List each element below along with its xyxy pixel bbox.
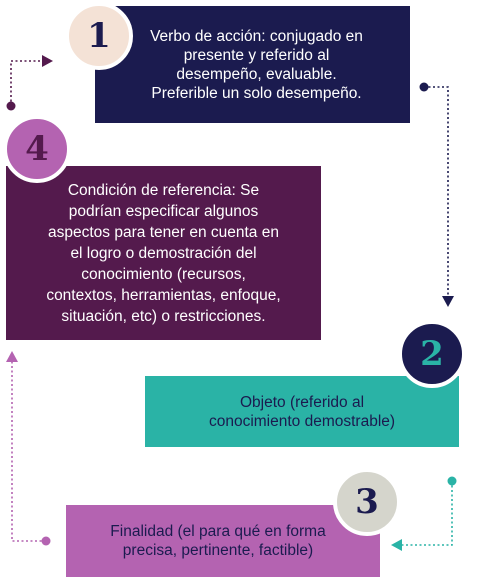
step-1-box: Verbo de acción: conjugado en presente y… (95, 6, 410, 123)
connector-2-to-3 (391, 476, 457, 551)
step-4-box: Condición de referencia: Se podrían espe… (6, 166, 321, 340)
step-1-number-badge: 1 (65, 2, 133, 70)
step-3-text: Finalidad (el para qué en forma precisa,… (110, 523, 326, 559)
arrowhead-right (42, 55, 53, 67)
step-1-text: Verbo de acción: conjugado en presente y… (150, 27, 363, 102)
step-2-box: Objeto (referido al conocimiento demostr… (145, 376, 459, 447)
step-2-number-badge: 2 (398, 320, 466, 388)
arrowhead-down (442, 296, 454, 307)
step-3-box: Finalidad (el para qué en forma precisa,… (66, 505, 380, 577)
connector-3-to-4 (6, 351, 51, 546)
connector-4-to-1 (6, 55, 53, 111)
step-2-text: Objeto (referido al conocimiento demostr… (208, 393, 396, 430)
step-4-number-badge: 4 (3, 115, 71, 183)
connector-1-to-2 (419, 82, 454, 307)
arrowhead-left (391, 539, 402, 551)
step-3-number-badge: 3 (333, 468, 401, 536)
arrowhead-up (6, 351, 18, 362)
step-4-text: Condición de referencia: Se podrían espe… (46, 181, 281, 325)
